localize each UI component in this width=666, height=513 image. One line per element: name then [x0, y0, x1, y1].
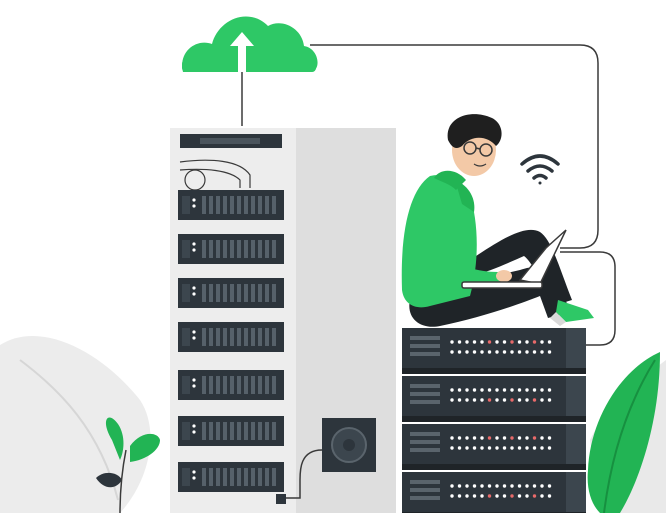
tower-drive-bay [178, 416, 284, 446]
rack-server-stack [402, 328, 586, 513]
tower-drive-bay [178, 462, 284, 492]
background-leaf-left [0, 336, 151, 513]
tower-drive-bay [178, 370, 284, 400]
arrow-up-icon [230, 32, 254, 126]
tower-drive-bays [178, 190, 284, 492]
tower-drive-bay [178, 190, 284, 220]
wifi-icon [520, 154, 560, 185]
rack-server-unit [402, 376, 586, 422]
tower-drive-bay [178, 322, 284, 352]
rack-server-unit [402, 472, 586, 513]
fan-icon [276, 418, 376, 504]
connection-line-2 [560, 251, 616, 346]
connection-line [310, 44, 599, 249]
rack-server-unit [402, 424, 586, 470]
rack-server-unit [402, 328, 586, 374]
foreground-leaf-right [587, 352, 660, 513]
tower-drive-bay [178, 278, 284, 308]
tower-drive-bay [178, 234, 284, 264]
person-with-laptop [401, 114, 594, 327]
foreground-plant-left [96, 417, 160, 513]
